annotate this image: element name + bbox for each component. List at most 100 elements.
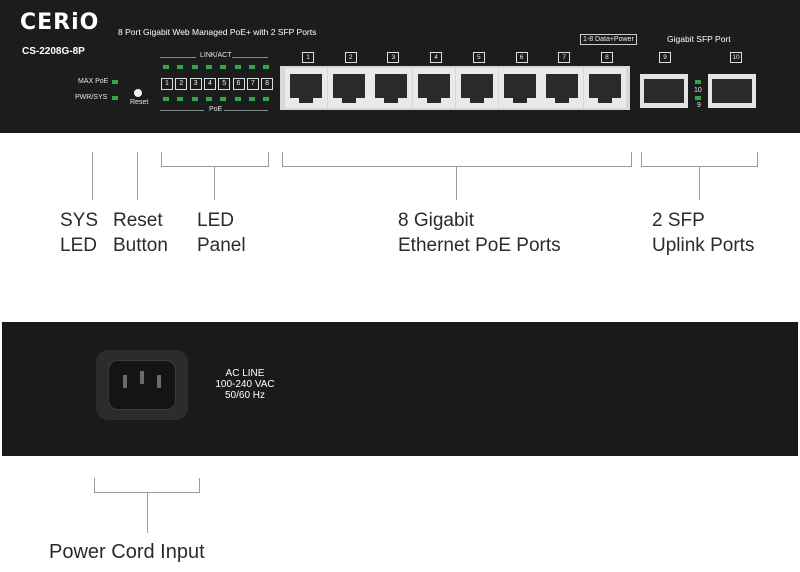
port-number-label: 1 xyxy=(302,52,314,63)
rj45-port-tab xyxy=(597,98,612,103)
rj45-port-tab xyxy=(341,98,356,103)
ac-line-voltage: 100-240 VAC xyxy=(215,379,275,390)
pwr-sys-led xyxy=(112,96,118,100)
rj45-port[interactable] xyxy=(285,68,327,108)
data-power-tag: 1-8 Data+Power xyxy=(580,34,637,45)
sfp-port-number-label: 9 xyxy=(659,52,671,63)
rj45-port[interactable] xyxy=(370,68,413,108)
caption-reset-button: Reset Button xyxy=(113,208,168,258)
rj45-port-opening xyxy=(375,74,408,98)
link-act-divider-right xyxy=(232,57,268,58)
rj45-port-opening xyxy=(503,74,536,98)
rj45-port-opening xyxy=(546,74,579,98)
sfp-led-label-10: 10 xyxy=(694,87,702,94)
power-inlet[interactable] xyxy=(96,350,188,420)
caption-line: Uplink Ports xyxy=(652,235,755,256)
port-number-label: 4 xyxy=(430,52,443,63)
caption-sys-led: SYS LED xyxy=(60,208,98,258)
led-port-number: 5 xyxy=(218,78,231,90)
product-description: 8 Port Gigabit Web Managed PoE+ with 2 S… xyxy=(118,27,317,37)
led-port-number: 3 xyxy=(189,78,202,90)
port-number-label: 3 xyxy=(387,52,400,63)
reset-label: Reset xyxy=(130,99,149,106)
reset-callout-line xyxy=(137,152,138,200)
ac-line-title: AC LINE xyxy=(225,368,265,379)
link-act-led xyxy=(163,65,169,69)
model-number: CS-2208G-8P xyxy=(22,46,85,57)
max-poe-label: MAX PoE xyxy=(78,78,109,85)
sfp-10-led xyxy=(695,80,701,84)
poe-label: PoE xyxy=(209,106,223,113)
poe-led xyxy=(191,97,198,101)
poe-divider-left xyxy=(160,110,204,111)
link-act-led xyxy=(220,65,227,69)
caption-line: LED xyxy=(197,210,234,231)
power-socket xyxy=(108,360,176,410)
caption-line: SYS xyxy=(60,210,99,231)
sfp-port[interactable] xyxy=(708,74,756,108)
rj45-port-tab xyxy=(469,98,484,103)
ac-line-frequency: 50/60 Hz xyxy=(224,390,266,401)
rj45-port[interactable] xyxy=(583,68,626,108)
link-act-led xyxy=(234,65,241,69)
poe-led xyxy=(205,97,212,101)
led-port-number: 2 xyxy=(175,78,188,90)
led-port-number: 8 xyxy=(261,78,274,90)
sfp-ports-callout-line xyxy=(699,167,700,200)
rj45-port[interactable] xyxy=(413,68,456,108)
sfp-port[interactable] xyxy=(640,74,688,108)
port-number-label: 6 xyxy=(515,52,528,63)
reset-button[interactable] xyxy=(134,89,142,97)
power-pin-right xyxy=(157,375,161,388)
power-pin-left xyxy=(123,375,127,388)
caption-line: 2 SFP xyxy=(652,210,705,231)
pwr-sys-label: PWR/SYS xyxy=(75,94,108,101)
sfp-led-label-9: 9 xyxy=(697,102,701,109)
rj45-port-opening xyxy=(418,74,451,98)
rj45-port[interactable] xyxy=(327,68,370,108)
rj45-port-tab xyxy=(427,98,442,103)
rj45-port-opening xyxy=(332,74,365,98)
caption-line: Button xyxy=(113,235,168,256)
rj45-port[interactable] xyxy=(455,68,498,108)
front-panel: CERiO CS-2208G-8P 8 Port Gigabit Web Man… xyxy=(0,0,800,133)
led-panel-bracket xyxy=(161,152,269,167)
rj45-port-tab xyxy=(384,98,399,103)
link-act-led xyxy=(248,65,255,69)
caption-line: LED xyxy=(60,235,97,256)
rj45-port[interactable] xyxy=(498,68,541,108)
caption-power-cord-input: Power Cord Input xyxy=(49,541,205,563)
poe-led xyxy=(263,97,270,101)
poe-divider-right xyxy=(224,110,268,111)
caption-line: Reset xyxy=(113,210,163,231)
rj45-port[interactable] xyxy=(541,68,584,108)
caption-led-panel: LED Panel xyxy=(197,208,246,258)
port-number-label: 8 xyxy=(600,52,613,63)
led-port-number: 7 xyxy=(246,78,259,90)
rj45-port-opening xyxy=(460,74,493,98)
ethernet-ports-callout-line xyxy=(456,167,457,200)
led-port-number: 6 xyxy=(232,78,245,90)
poe-led xyxy=(177,97,184,101)
sfp-9-led xyxy=(695,96,701,100)
max-poe-led xyxy=(112,80,118,84)
power-cord-bracket xyxy=(94,478,200,493)
link-act-divider-left xyxy=(160,57,196,58)
poe-led xyxy=(234,97,241,101)
rj45-port-tab xyxy=(555,98,570,103)
sfp-port-opening xyxy=(644,79,684,103)
link-act-led xyxy=(205,65,212,69)
rj45-port-opening xyxy=(588,74,621,98)
poe-led xyxy=(248,97,255,101)
ac-line-label: AC LINE 100-240 VAC 50/60 Hz xyxy=(205,368,285,401)
port-number-label: 5 xyxy=(472,52,485,63)
port-number-label: 2 xyxy=(344,52,357,63)
sfp-ports-bracket xyxy=(641,152,758,167)
sfp-port-number-label: 10 xyxy=(730,52,742,63)
poe-led xyxy=(220,97,227,101)
caption-line: 8 Gigabit xyxy=(398,210,475,231)
caption-ethernet-poe-ports: 8 Gigabit Ethernet PoE Ports xyxy=(398,208,561,258)
port-number-label: 7 xyxy=(558,52,571,63)
caption-line: Panel xyxy=(197,235,246,256)
led-port-number: 1 xyxy=(161,78,173,90)
